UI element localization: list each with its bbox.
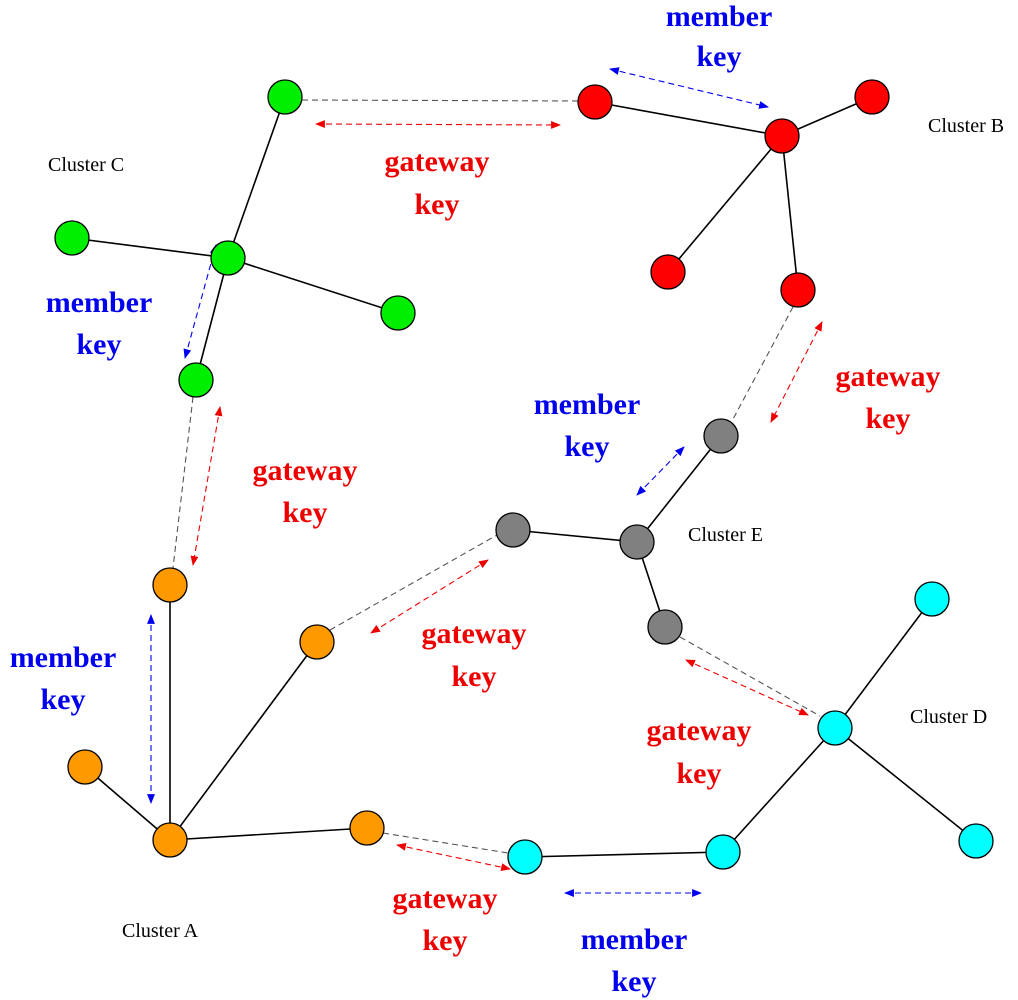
member-key-arrow (609, 67, 769, 109)
gateway-key-label: gateway (647, 714, 752, 747)
gateway-key-label: gateway (836, 360, 941, 393)
gateway-key-label: key (283, 496, 328, 529)
node-cluster-d (705, 834, 741, 870)
link-b (781, 135, 799, 291)
gateway-key-label: gateway (253, 454, 358, 487)
node-cluster-a (299, 624, 335, 660)
gateway-key-arrow (370, 559, 489, 634)
member-key-label: member (581, 923, 688, 956)
gateway-key-label: gateway (385, 145, 490, 178)
node-cluster-a (152, 567, 188, 603)
member-key-label: key (41, 683, 86, 716)
gateway-link-b-e (731, 306, 794, 422)
link-e (512, 529, 638, 543)
gateway-key-label: key (677, 757, 722, 790)
node-cluster-e (495, 512, 531, 548)
node-cluster-b (780, 272, 816, 308)
link-d (524, 851, 724, 858)
member-key-label: key (77, 328, 122, 361)
member-key-label: member (534, 388, 641, 421)
node-cluster-c (54, 220, 90, 256)
link-b (667, 135, 783, 273)
member-key-label: key (612, 965, 657, 998)
gateway-key-arrow (685, 659, 809, 716)
key-labels: member key gateway key member key gatewa… (10, 0, 941, 998)
link-a (169, 641, 318, 841)
gateway-key-label: gateway (393, 882, 498, 915)
gateway-link-a-e (329, 534, 498, 631)
link-d (834, 727, 977, 842)
member-key-label: key (697, 40, 742, 73)
node-cluster-e (647, 609, 683, 645)
gateway-key-arrow (770, 321, 823, 423)
gateway-link-c-b (301, 99, 579, 102)
node-cluster-a (349, 810, 385, 846)
link-a (169, 827, 368, 841)
node-cluster-d (817, 710, 853, 746)
key-arrows (147, 67, 823, 897)
link-b (594, 101, 783, 137)
cluster-labels: Cluster A Cluster B Cluster C Cluster D … (48, 115, 1004, 942)
link-c (227, 257, 399, 314)
nodes (54, 79, 994, 875)
node-cluster-a (152, 822, 188, 858)
link-a (84, 766, 171, 841)
node-cluster-c (210, 240, 246, 276)
link-c (195, 257, 229, 381)
member-key-label: member (46, 286, 153, 319)
gateway-key-arrow (190, 406, 223, 566)
node-cluster-e (619, 524, 655, 560)
node-cluster-b (764, 118, 800, 154)
node-cluster-b (650, 254, 686, 290)
node-cluster-b (854, 79, 890, 115)
link-d (834, 598, 933, 729)
cluster-e-label: Cluster E (688, 524, 763, 546)
link-c (227, 96, 286, 259)
gateway-link-e-d (679, 636, 821, 717)
node-cluster-c (178, 362, 214, 398)
cluster-b-label: Cluster B (928, 115, 1004, 137)
member-key-label: key (565, 430, 610, 463)
node-cluster-c (267, 79, 303, 115)
node-cluster-c (380, 295, 416, 331)
gateway-key-arrow (315, 120, 561, 129)
gateway-key-label: key (415, 188, 460, 221)
gateway-link-a-d (382, 832, 509, 854)
member-key-label: member (666, 0, 773, 33)
node-cluster-b (577, 84, 613, 120)
node-cluster-e (703, 418, 739, 454)
member-key-arrow (636, 446, 685, 496)
link-c (71, 237, 229, 259)
gateway-key-label: key (866, 402, 911, 435)
node-cluster-a (67, 749, 103, 785)
node-cluster-d (507, 839, 543, 875)
link-d (722, 727, 836, 853)
member-key-label: member (10, 641, 117, 674)
cluster-c-label: Cluster C (48, 154, 124, 176)
gateway-key-label: key (452, 660, 497, 693)
cluster-d-label: Cluster D (910, 706, 987, 728)
node-cluster-d (914, 581, 950, 617)
gateway-link-c-a (172, 396, 194, 569)
gateway-key-label: gateway (422, 617, 527, 650)
gateway-key-arrow (396, 842, 511, 872)
node-cluster-d (958, 823, 994, 859)
cluster-a-label: Cluster A (122, 920, 199, 942)
gateway-key-label: key (423, 924, 468, 957)
